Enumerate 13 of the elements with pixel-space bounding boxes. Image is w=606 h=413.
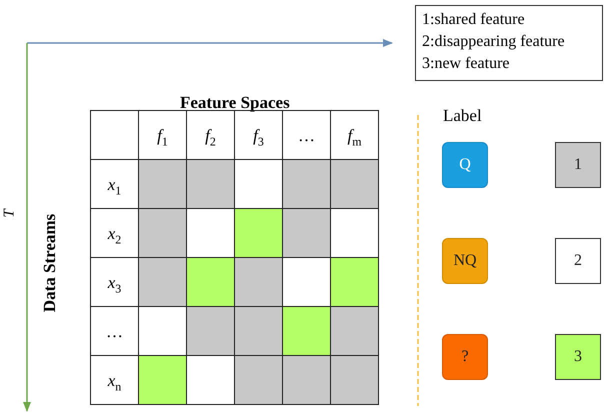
axis-title: Data Streams [40, 212, 60, 314]
label-tile: ? [442, 334, 488, 380]
label-tile: Q [442, 142, 488, 188]
legend-square: 1 [555, 142, 601, 188]
axis-title: Feature Spaces [180, 93, 290, 113]
label-tile: NQ [442, 238, 488, 284]
legend-square: 2 [555, 238, 601, 284]
note-text: 2:disappearing feature [422, 32, 566, 52]
column-heading: Label [443, 106, 482, 126]
axis-label: T [2, 209, 19, 218]
legend-square: 3 [555, 334, 601, 380]
note-text: 3:new feature [422, 54, 511, 74]
note-text: 1:shared feature [422, 10, 526, 30]
